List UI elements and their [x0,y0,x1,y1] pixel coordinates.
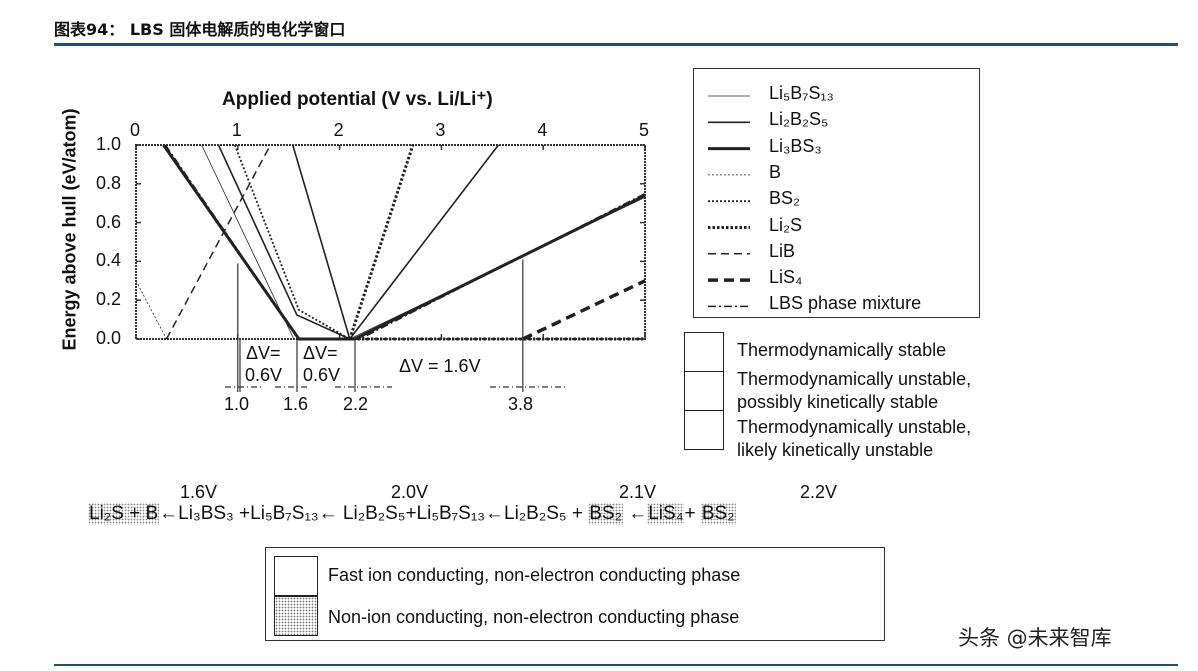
non-ion-phase: BS₂ [588,503,623,525]
reaction-term: + [684,503,701,524]
stability-label: Thermodynamically unstable, [737,417,972,437]
voltage-label: 2.2V [800,482,838,502]
reaction-term: Li₂B₂S₅+Li₅B₇S₁₃ [342,503,486,524]
dv2-label-bottom: 0.6V [303,365,341,385]
series-line [292,144,351,340]
stable-swatch [684,332,724,372]
y-axis-label: Energy above hull (eV/atom) [59,108,80,351]
stability-label: Thermodynamically stable [737,340,947,360]
stability-label: Thermodynamically unstable, [737,369,972,389]
legend-label: LiS₄ [769,267,803,288]
bound-label: 1.0 [224,394,250,414]
stability-label: possibly kinetically stable [737,392,939,412]
dv2-label-top: ΔV= [303,343,338,363]
legend-label: BS₂ [769,188,800,209]
series-line [162,144,646,341]
reaction-term: ← [622,503,648,524]
reaction-term: ← [485,503,505,524]
stability-label: likely kinetically unstable [737,440,934,460]
x-tick-label: 4 [537,120,548,140]
series-line [233,144,351,340]
footer-rule [54,664,1178,666]
possibly-stable-swatch [684,371,724,411]
legend-label: Li₂B₂S₅ [769,109,829,130]
series-line [348,144,415,340]
y-tick-label: 0.6 [96,211,122,232]
series-line [217,144,500,340]
legend-label: Li₂S [769,214,803,235]
series-line [135,280,167,340]
bound-label: 3.8 [508,394,534,414]
non-ion-phase: LiS₄ [647,503,685,525]
legend-label: Li₃BS₃ [769,135,822,156]
dv1-label-top: ΔV= [246,343,281,363]
legend-label: Li₅B₇S₁₃ [769,83,834,103]
header-rule [54,43,1178,46]
phase-legend [265,547,885,641]
phase-label: Non-ion conducting, non-electron conduct… [328,607,740,627]
series-line [522,279,646,341]
series-line [165,144,272,340]
x-tick-label: 1 [231,120,242,140]
non-ion-phase: BS₂ [700,503,736,525]
reaction-term: Li₃BS₃ +Li₅B₇S₁₃ [178,503,319,524]
series-line [164,144,646,340]
y-tick-label: 0.8 [96,172,122,193]
reaction-pathway: Li₂S + B←Li₃BS₃ +Li₅B₇S₁₃← Li₂B₂S₅+Li₅B₇… [88,503,736,525]
bound-label: 2.2 [343,394,369,414]
y-tick-label: 0.2 [96,289,122,310]
fast-ion-swatch [274,556,318,596]
x-tick-label: 3 [435,120,446,140]
non-ion-swatch [274,596,318,636]
x-axis-label: Applied potential (V vs. Li/Li⁺) [222,89,493,110]
series-legend [693,68,980,318]
legend-label: LiB [769,240,796,261]
y-tick-label: 1.0 [96,134,122,154]
reaction-term: ← [318,503,343,524]
legend-label: LBS phase mixture [769,293,922,314]
reaction-term: ← [159,503,179,524]
x-tick-label: 0 [130,120,141,140]
x-tick-label: 2 [333,120,344,140]
voltage-label: 2.1V [619,482,657,502]
unstable-swatch [684,410,724,450]
phase-label: Fast ion conducting, non-electron conduc… [328,565,741,585]
legend-label: B [769,161,782,182]
x-tick-label: 5 [639,120,650,140]
y-tick-label: 0.0 [96,328,122,348]
voltage-label: 1.6V [180,482,218,502]
dv3-label: ΔV = 1.6V [399,356,481,376]
bound-label: 1.6 [283,394,309,414]
voltage-label: 2.0V [391,482,429,502]
dv1-label-bottom: 0.6V [245,365,283,385]
plot-frame [135,144,646,340]
reaction-term: Li₂B₂S₅ + [504,503,589,524]
y-tick-label: 0.4 [96,250,122,271]
non-ion-phase: Li₂S + B [88,503,160,525]
series-line [201,144,295,340]
watermark: 头条 @未来智库 [958,626,1112,650]
figure-title: 图表94： LBS 固体电解质的电化学窗口 [54,20,346,39]
